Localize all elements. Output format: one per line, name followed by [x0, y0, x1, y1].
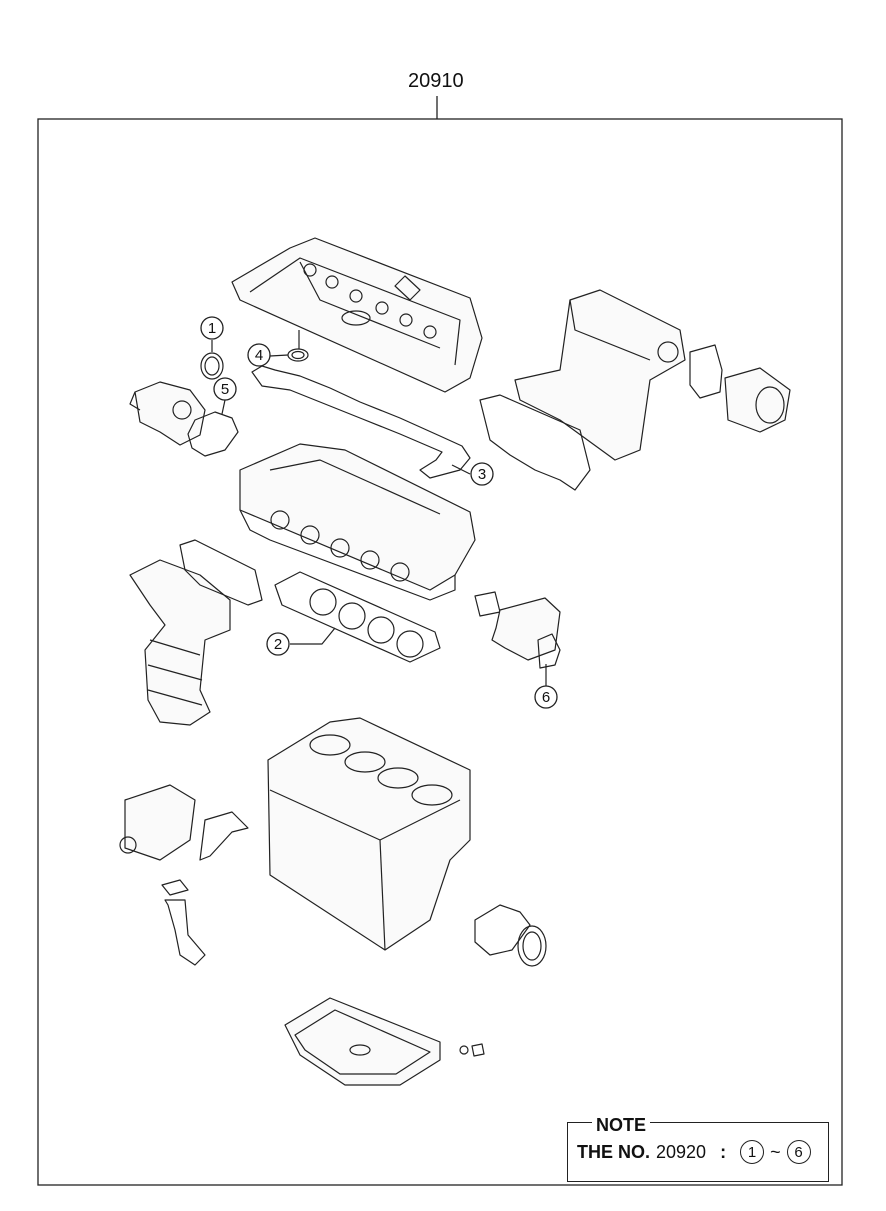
head-gasket	[274, 571, 441, 663]
note-range-start: 1	[740, 1140, 765, 1164]
note-range-tilde: ~	[770, 1141, 781, 1162]
diagram-frame	[37, 118, 843, 1186]
seal-ring-4	[287, 348, 309, 362]
note-separator: :	[720, 1141, 727, 1162]
callout-6-number: 6	[542, 689, 550, 706]
callout-4-number: 4	[255, 347, 263, 364]
valve-cover	[231, 237, 483, 393]
callout-1: 1	[200, 316, 224, 340]
note-prefix: THE NO.	[577, 1141, 651, 1162]
callout-2-number: 2	[274, 636, 282, 653]
note-range-end: 6	[786, 1140, 811, 1164]
front-cover-gasket	[199, 811, 249, 861]
callout-3-leader	[451, 464, 471, 475]
callout-5-leader	[221, 399, 226, 415]
water-pump-housing	[129, 381, 206, 446]
exhaust-manifold-catalyst	[129, 559, 231, 726]
drain-plug	[459, 1043, 485, 1057]
note-title: NOTE	[592, 1115, 651, 1136]
callout-4-leader	[269, 354, 289, 357]
callout-2: 2	[266, 632, 290, 656]
callout-5: 5	[213, 377, 237, 401]
oil-strainer	[161, 879, 206, 966]
thermostat-housing	[474, 591, 561, 669]
valve-cover-gasket	[251, 365, 471, 479]
callout-4: 4	[247, 343, 271, 367]
intake-manifold-gasket	[479, 394, 591, 491]
throttle-body-gasket	[689, 344, 723, 399]
callout-6: 6	[534, 685, 558, 709]
callout-5-number: 5	[221, 381, 229, 398]
callout-3-number: 3	[478, 466, 486, 483]
intake-manifold	[514, 289, 686, 461]
exhaust-manifold-gasket	[179, 539, 263, 606]
assembly-part-number: 20910	[408, 70, 464, 92]
callout-1-number: 1	[208, 320, 216, 337]
pump-gasket-5	[187, 411, 239, 457]
engine-block	[267, 717, 471, 951]
rear-seal-housing	[474, 904, 547, 967]
callout-3: 3	[470, 462, 494, 486]
callout-2-leader	[290, 627, 336, 645]
oil-pump	[119, 784, 196, 861]
note-line: THE NO. 20920 : 1 ~ 6	[577, 1140, 811, 1164]
throttle-body	[724, 367, 791, 433]
note-sub-part-number: 20920	[656, 1141, 707, 1162]
oil-pan	[284, 997, 441, 1086]
seal-ring-1	[200, 352, 224, 380]
cylinder-head	[239, 443, 476, 601]
